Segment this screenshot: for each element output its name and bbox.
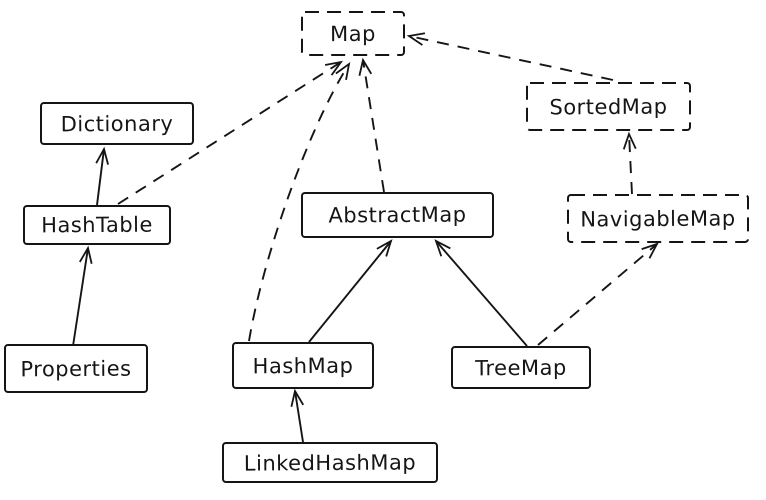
edge-hashtable-to-map <box>117 60 344 205</box>
node-properties: Properties <box>20 356 132 381</box>
node-sortedmap: SortedMap <box>549 94 668 119</box>
box-dictionary <box>40 102 194 145</box>
box-abstract-map <box>301 192 494 238</box>
node-navigablemap: NavigableMap <box>580 205 736 232</box>
node-hashtable: HashTable <box>41 212 153 238</box>
box-hashtable <box>23 205 171 245</box>
edge-linked-hashmap-to-hashmap <box>290 388 305 443</box>
box-navigable-map <box>567 194 749 243</box>
box-linked-hashmap <box>222 442 438 483</box>
node-dictionary: Dictionary <box>60 111 174 136</box>
edge-hashtable-to-dictionary <box>95 146 109 206</box>
edge-treemap-to-navigable-map <box>537 242 659 346</box>
box-properties <box>4 344 148 393</box>
node-hashmap: HashMap <box>252 353 354 378</box>
box-map <box>301 11 405 56</box>
box-sorted-map <box>526 82 691 131</box>
edge-hashmap-to-map <box>248 61 351 342</box>
edge-abstract-map-to-map <box>358 57 385 193</box>
edge-navigable-map-to-sorted-map <box>622 131 637 195</box>
box-hashmap <box>232 342 374 389</box>
node-treemap: TreeMap <box>475 355 567 380</box>
edge-hashmap-to-abstract-map <box>308 239 393 343</box>
box-treemap <box>451 346 591 389</box>
node-map: Map <box>329 21 376 46</box>
edge-properties-to-hashtable <box>72 245 93 347</box>
node-abstractmap: AbstractMap <box>328 202 467 228</box>
edge-sorted-map-to-map <box>406 32 614 81</box>
edge-treemap-to-abstract-map <box>434 239 528 347</box>
node-linkedhashmap: LinkedHashMap <box>243 449 417 476</box>
